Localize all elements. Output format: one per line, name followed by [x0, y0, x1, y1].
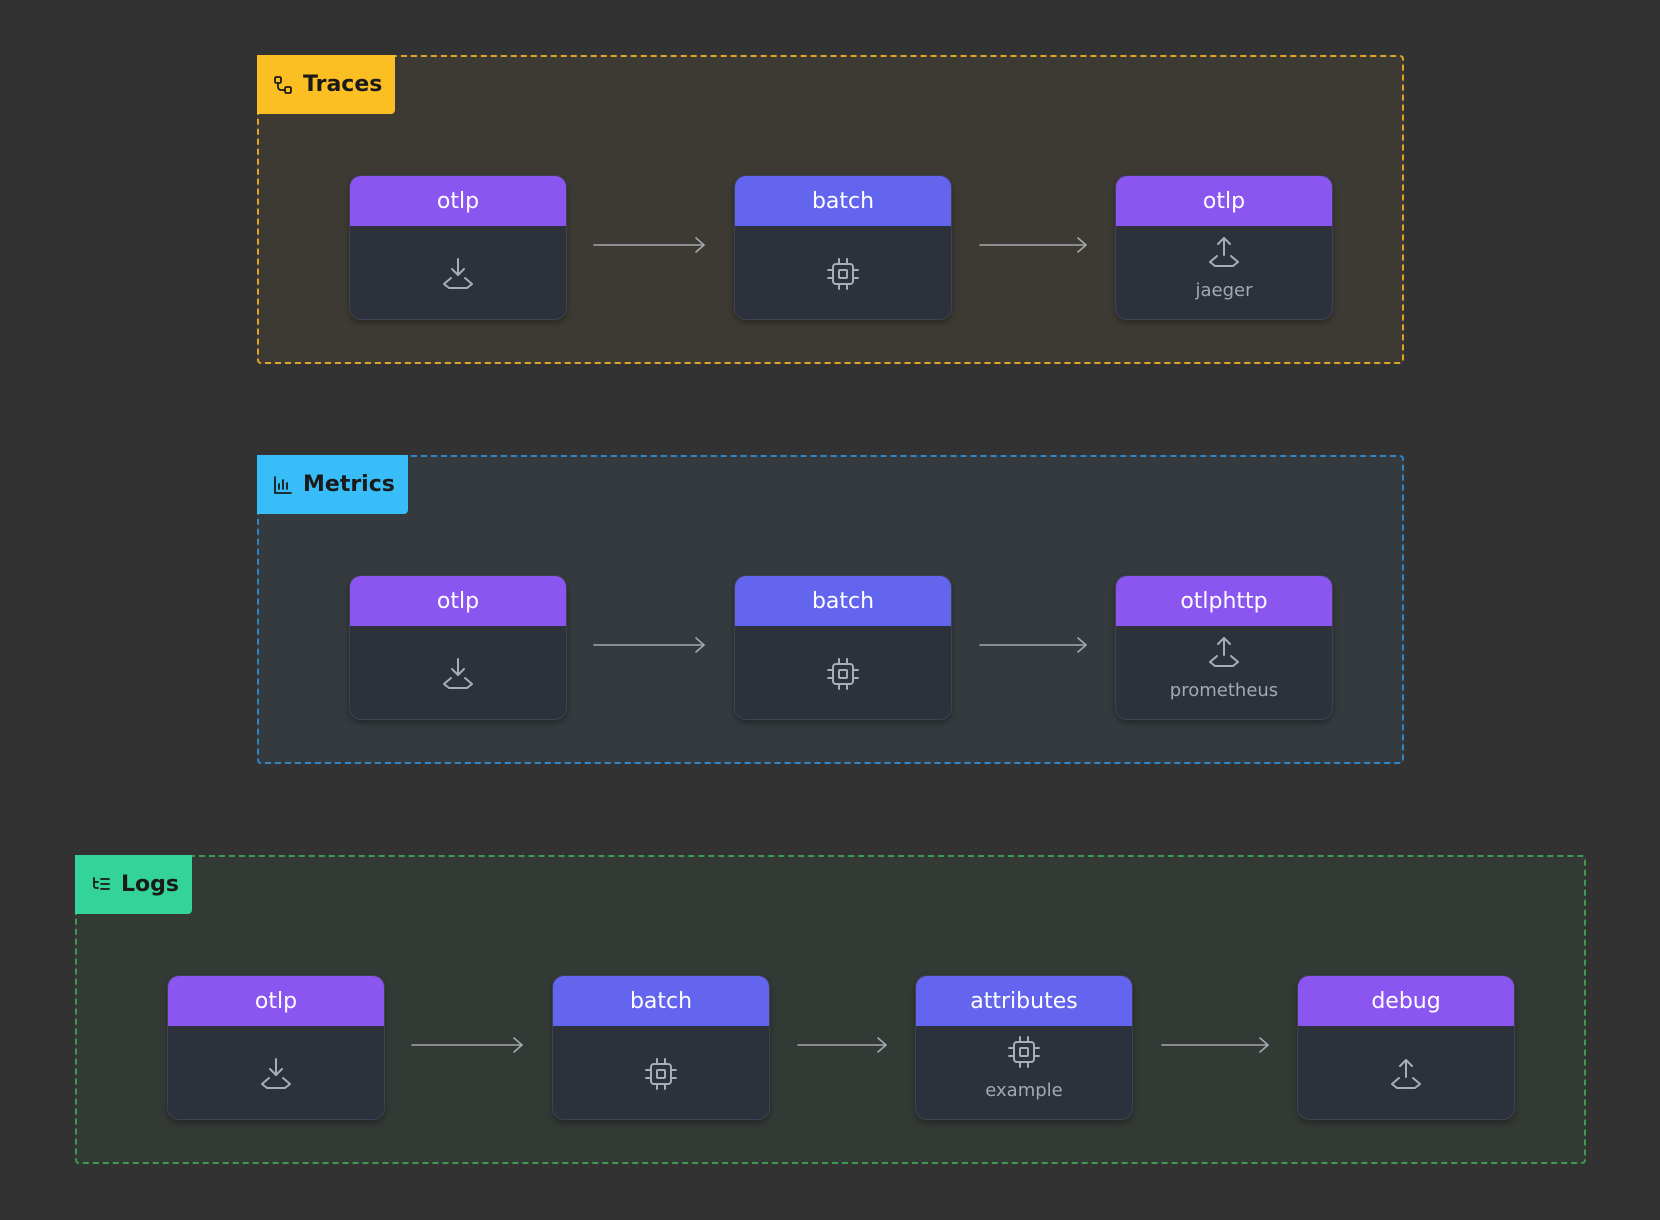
logs-attributes-processor-node[interactable]: attributes example [915, 975, 1133, 1120]
chip-icon [827, 258, 859, 290]
chip-icon [1008, 1036, 1040, 1068]
logs-pipeline-tag: Logs [75, 855, 192, 914]
download-tray-icon [443, 658, 473, 689]
node-header: batch [735, 176, 951, 226]
bar-chart-icon [274, 475, 292, 494]
node-header: otlp [350, 576, 566, 626]
node-header: debug [1298, 976, 1514, 1026]
node-subtitle: prometheus [1169, 680, 1279, 701]
node-header: otlp [1116, 176, 1332, 226]
flow-icon [274, 75, 292, 94]
node-header: batch [735, 576, 951, 626]
download-tray-icon [443, 258, 473, 289]
metrics-otlphttp-exporter-node[interactable]: otlphttp prometheus [1115, 575, 1333, 720]
chip-icon [645, 1058, 677, 1090]
logs-debug-exporter-node[interactable]: debug [1297, 975, 1515, 1120]
flow-arrow [593, 235, 706, 255]
traces-batch-processor-node[interactable]: batch [734, 175, 952, 320]
logs-otlp-receiver-node[interactable]: otlp [167, 975, 385, 1120]
flow-arrow [797, 1035, 888, 1055]
flow-arrow [1161, 1035, 1270, 1055]
upload-tray-icon [1391, 1059, 1421, 1089]
node-subtitle: example [985, 1080, 1063, 1101]
node-header: otlphttp [1116, 576, 1332, 626]
traces-pipeline-label: Traces [303, 72, 383, 97]
flow-arrow [411, 1035, 524, 1055]
flow-arrow [593, 635, 706, 655]
traces-otlp-receiver-node[interactable]: otlp [349, 175, 567, 320]
logs-batch-processor-node[interactable]: batch [552, 975, 770, 1120]
download-tray-icon [261, 1058, 291, 1089]
node-header: otlp [350, 176, 566, 226]
list-tree-icon [93, 876, 110, 890]
flow-arrow [979, 635, 1088, 655]
metrics-batch-processor-node[interactable]: batch [734, 575, 952, 720]
chip-icon [827, 658, 859, 690]
upload-tray-icon [1209, 237, 1239, 267]
logs-pipeline-label: Logs [121, 872, 179, 897]
metrics-pipeline-label: Metrics [303, 472, 395, 497]
node-header: otlp [168, 976, 384, 1026]
node-header: attributes [916, 976, 1132, 1026]
traces-pipeline-tag: Traces [257, 55, 395, 114]
metrics-otlp-receiver-node[interactable]: otlp [349, 575, 567, 720]
metrics-pipeline-tag: Metrics [257, 455, 408, 514]
node-header: batch [553, 976, 769, 1026]
node-subtitle: jaeger [1195, 280, 1253, 301]
flow-arrow [979, 235, 1088, 255]
traces-otlp-exporter-node[interactable]: otlp jaeger [1115, 175, 1333, 320]
upload-tray-icon [1209, 637, 1239, 667]
